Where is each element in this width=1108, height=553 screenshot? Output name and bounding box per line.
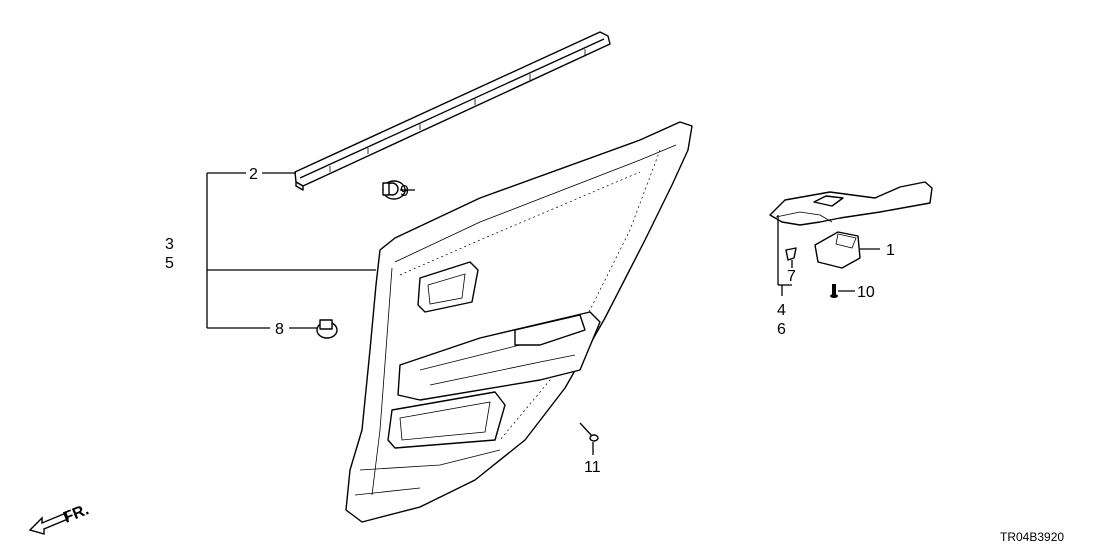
callout-8: 8 xyxy=(275,321,284,338)
front-arrow-icon xyxy=(28,512,69,535)
clip-part-7 xyxy=(785,247,797,261)
front-label: FR. xyxy=(61,501,91,526)
weatherstrip-part xyxy=(294,31,611,191)
callout-1: 1 xyxy=(886,242,895,259)
callout-2: 2 xyxy=(249,166,258,183)
callout-10: 10 xyxy=(857,284,875,301)
callout-6: 6 xyxy=(777,321,786,338)
door-lining-part xyxy=(345,121,693,523)
diagram-code: TR04B3920 xyxy=(1000,530,1064,544)
power-window-switch-part xyxy=(814,231,861,269)
callout-9: 9 xyxy=(400,183,409,200)
switch-panel-cover-part xyxy=(769,181,933,226)
callout-11: 11 xyxy=(584,459,601,476)
screw-part-10 xyxy=(830,284,838,298)
screw-part-11 xyxy=(579,422,599,442)
clip-part-8 xyxy=(316,319,338,339)
callout-7: 7 xyxy=(787,268,796,285)
callout-3: 3 xyxy=(165,236,174,253)
callout-5: 5 xyxy=(165,255,174,272)
callout-4: 4 xyxy=(777,302,786,319)
leader-lines xyxy=(206,172,880,455)
